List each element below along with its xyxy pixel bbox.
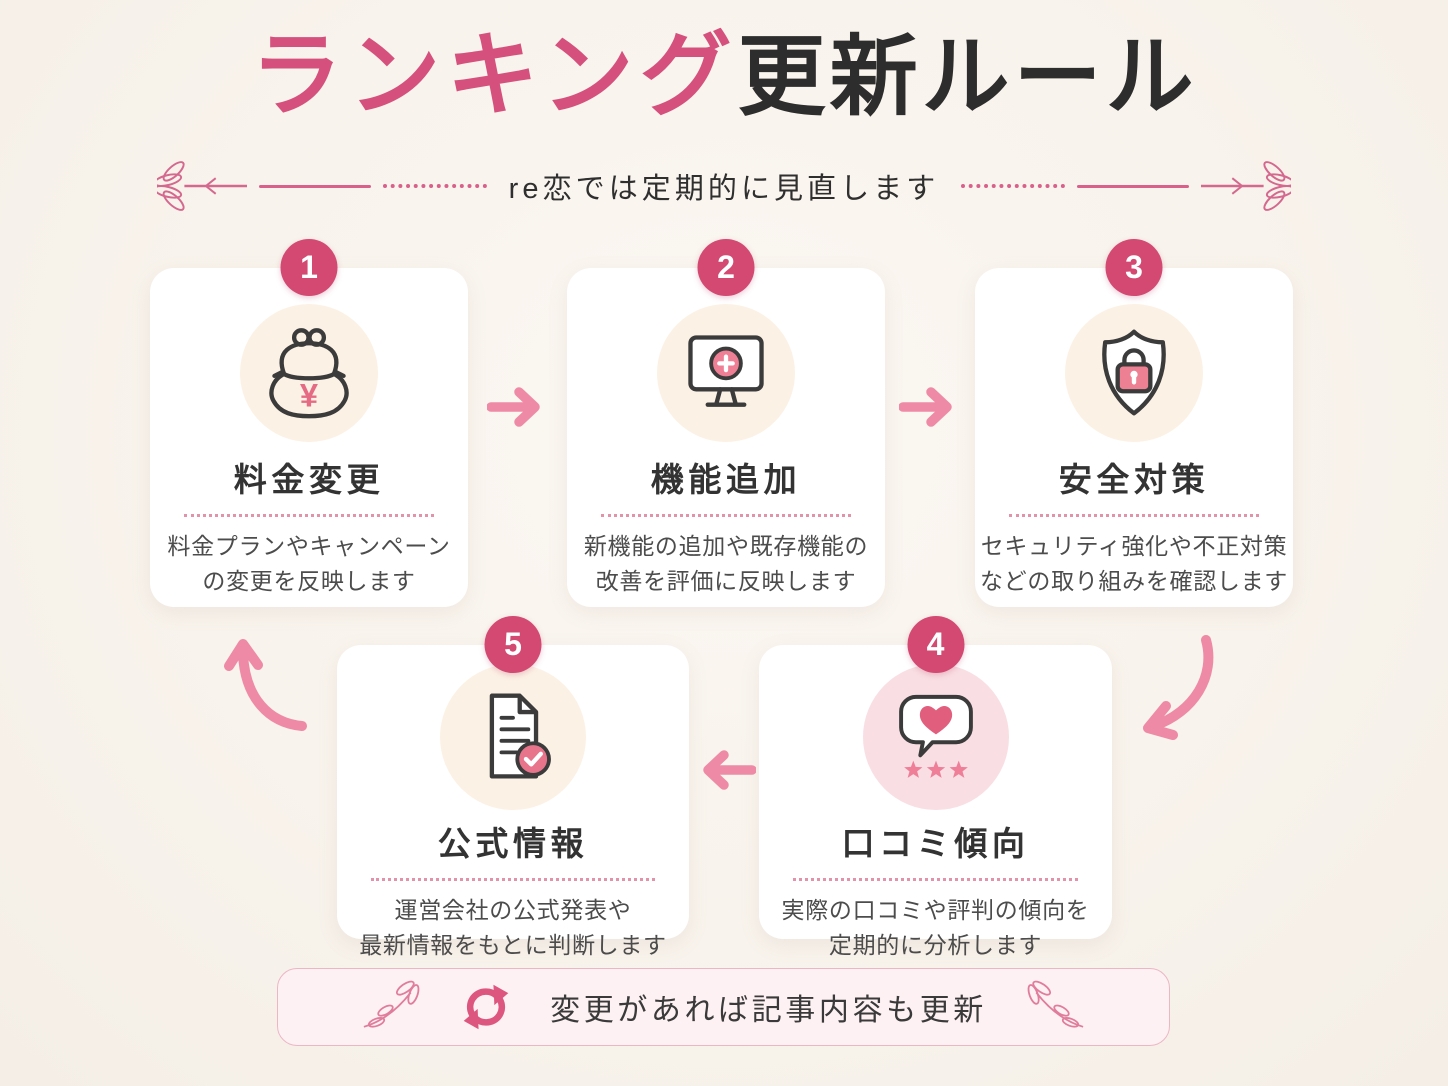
arrow-step3-to-step4-icon xyxy=(1128,630,1228,745)
step-number-badge: 1 xyxy=(280,239,338,296)
divider-line xyxy=(1077,184,1190,188)
step-card-safety-measures: 3 安全対策 セキュリティ強化や不正対策 などの取り組みを確認します xyxy=(975,239,1293,607)
official-document-check-icon xyxy=(489,693,551,779)
step-card-official-info: 5 公式情報 運営会社の公式発表や 最新情報をもとに判断します xyxy=(337,616,689,958)
step-description-line: などの取り組みを確認します xyxy=(980,567,1288,594)
divider-dots xyxy=(382,184,487,188)
step-description: 実際の口コミや評判の傾向を 定期的に分析します xyxy=(759,893,1112,962)
review-heart-bubble-icon xyxy=(898,694,973,778)
divider-line xyxy=(258,184,371,188)
step-card-review-trends: 4 口コミ傾向 実際の口コミや評判の傾向を 定期的に分析します xyxy=(759,616,1112,958)
icon-circle xyxy=(657,304,795,442)
step-number-badge: 2 xyxy=(697,239,755,296)
step-description-line: セキュリティ強化や不正対策 xyxy=(980,533,1288,559)
step-description-line: 定期的に分析します xyxy=(828,931,1043,958)
footer-note: 変更があれば記事内容も更新 xyxy=(550,994,987,1027)
arrow-step2-to-step3-icon xyxy=(899,383,961,431)
step-number-badge: 4 xyxy=(907,616,964,673)
subtitle-row: re恋では定期的に見直します xyxy=(0,160,1448,212)
page-title-rest: 更新ルール xyxy=(737,27,1198,126)
floral-sprig-icon xyxy=(1201,161,1292,211)
subtitle-text: re恋では定期的に見直します xyxy=(508,173,940,205)
step-title: 安全対策 xyxy=(1058,461,1210,498)
step-title: 料金変更 xyxy=(233,461,385,498)
step-description-line: の変更を反映します xyxy=(202,567,416,594)
step-description-line: 新機能の追加や既存機能の xyxy=(583,533,869,559)
step-description-line: 改善を評価に反映します xyxy=(595,567,857,594)
step-description: 新機能の追加や既存機能の 改善を評価に反映します xyxy=(567,529,885,598)
step-title: 口コミ傾向 xyxy=(841,825,1030,862)
page-title-accent: ランキング xyxy=(250,21,738,129)
step-number-badge: 5 xyxy=(484,616,542,673)
step-description-line: 料金プランやキャンペーン xyxy=(167,533,451,559)
floral-sprig-icon xyxy=(1027,980,1084,1028)
step-description-line: 実際の口コミや評判の傾向を xyxy=(781,897,1090,923)
refresh-icon xyxy=(463,984,509,1030)
step-title: 公式情報 xyxy=(437,825,589,862)
step-description-line: 最新情報をもとに判断します xyxy=(359,931,667,958)
monitor-plus-icon xyxy=(688,335,764,407)
floral-sprig-icon xyxy=(363,980,420,1028)
icon-circle: ¥ xyxy=(240,304,378,442)
step-description-line: 運営会社の公式発表や xyxy=(394,897,632,923)
dotted-divider xyxy=(184,514,434,517)
yen-symbol: ¥ xyxy=(300,377,318,414)
rating-stars xyxy=(903,760,968,778)
page-title: ランキング更新ルール xyxy=(0,18,1448,133)
divider-dots xyxy=(961,184,1066,188)
arrow-step1-to-step2-icon xyxy=(487,383,549,431)
coin-purse-icon: ¥ xyxy=(269,328,349,419)
step-description: 料金プランやキャンペーン の変更を反映します xyxy=(150,529,468,598)
icon-circle xyxy=(862,664,1009,810)
dotted-divider xyxy=(371,878,655,881)
step-description: セキュリティ強化や不正対策 などの取り組みを確認します xyxy=(975,529,1293,598)
footer-banner: 変更があれば記事内容も更新 xyxy=(277,968,1170,1046)
step-card-price-change: 1 ¥ 料金変更 料金プランやキャンペーン の変更を反映します xyxy=(150,239,468,607)
arrow-step4-to-step5-icon xyxy=(694,746,756,794)
step-description: 運営会社の公式発表や 最新情報をもとに判断します xyxy=(337,893,689,962)
step-card-feature-addition: 2 機能追加 新機能の追加や既存機能の 改善を評価に反映します xyxy=(567,239,885,607)
arrow-step5-to-step1-icon xyxy=(217,626,317,741)
icon-circle xyxy=(1065,304,1203,442)
floral-sprig-icon xyxy=(156,161,247,211)
shield-lock-icon xyxy=(1102,329,1166,416)
dotted-divider xyxy=(793,878,1078,881)
dotted-divider xyxy=(601,514,851,517)
step-number-badge: 3 xyxy=(1105,239,1163,296)
icon-circle xyxy=(440,664,586,810)
dotted-divider xyxy=(1009,514,1259,517)
step-title: 機能追加 xyxy=(650,461,802,498)
